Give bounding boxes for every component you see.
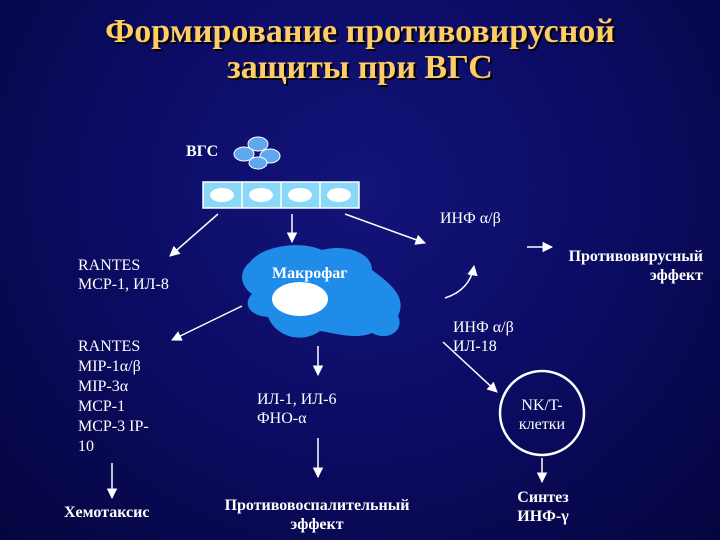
macrophage-cell — [242, 245, 401, 338]
chemokines-line-6: 10 — [78, 438, 94, 455]
infected-cell-layer — [202, 181, 360, 209]
arrow-macrophage-to-chemokines — [171, 305, 243, 341]
antiviral-line-1: Противовирусный — [568, 248, 703, 265]
virus-particle — [247, 136, 269, 152]
cytokines-line-1: ИЛ-1, ИЛ-6 — [257, 391, 337, 408]
nk-line-1: NK/T- — [521, 397, 563, 414]
proinflammatory-line-2: эффект — [290, 516, 344, 533]
rantes-top-line-2: MCP-1, ИЛ-8 — [78, 276, 169, 293]
antiviral-effect-label: Противовирусный эффект — [545, 247, 703, 285]
arrow-macrophage-to-nk — [442, 341, 498, 393]
synthesis-line-2: ИНФ-γ — [517, 508, 569, 525]
ifn-mid-line-1: ИНФ α/β — [453, 319, 514, 336]
ifn-top-label: ИНФ α/β — [440, 210, 501, 227]
proinflammatory-label: Противовоспалительный эффект — [212, 496, 422, 534]
slide-title: Формирование противовирусной защиты при … — [0, 14, 720, 86]
chemokines-label: RANTES MIP-1α/β MIP-3α MCP-1 MCP-3 IP- 1… — [78, 337, 149, 457]
chemokines-line-3: MIP-3α — [78, 378, 129, 395]
chemokines-line-4: MCP-1 — [78, 398, 126, 415]
virus-particles — [233, 136, 281, 170]
virus-particle — [233, 146, 255, 162]
chemokines-line-5: MCP-3 IP- — [78, 418, 149, 435]
antiviral-line-2: эффект — [649, 267, 703, 284]
chemokines-line-2: MIP-1α/β — [78, 358, 141, 375]
nk-t-cell-label: NK/T- клетки — [505, 396, 579, 434]
virus-particle — [248, 156, 268, 170]
hcv-label: ВГС — [186, 143, 219, 160]
ifn-mid-line-2: ИЛ-18 — [453, 338, 497, 355]
chemokines-line-1: RANTES — [78, 338, 141, 355]
arrow-cell-to-rantes — [169, 213, 219, 257]
nk-line-2: клетки — [518, 416, 566, 433]
rantes-top-line-1: RANTES — [78, 257, 141, 274]
ifn-gamma-synthesis-label: Синтез ИНФ-γ — [508, 488, 578, 526]
title-line-2: защиты при ВГС — [227, 49, 493, 86]
cytokines-label: ИЛ-1, ИЛ-6 ФНО-α — [257, 390, 336, 428]
cytokines-line-2: ФНО-α — [257, 410, 307, 427]
rantes-top-label: RANTES MCP-1, ИЛ-8 — [78, 256, 169, 294]
arrow-macrophage-to-antiviral — [444, 264, 478, 299]
title-line-1: Формирование противовирусной — [105, 13, 615, 50]
arrow-cell-to-ifn — [344, 213, 426, 245]
pathway-arrows — [106, 213, 554, 500]
macrophage-label: Макрофаг — [272, 265, 348, 282]
proinflammatory-line-1: Противовоспалительный — [224, 497, 410, 514]
chemotaxis-label: Хемотаксис — [64, 504, 150, 521]
synthesis-line-1: Синтез — [517, 489, 569, 506]
nk-t-cell — [498, 369, 586, 457]
ifn-mid-label: ИНФ α/β ИЛ-18 — [453, 318, 514, 356]
